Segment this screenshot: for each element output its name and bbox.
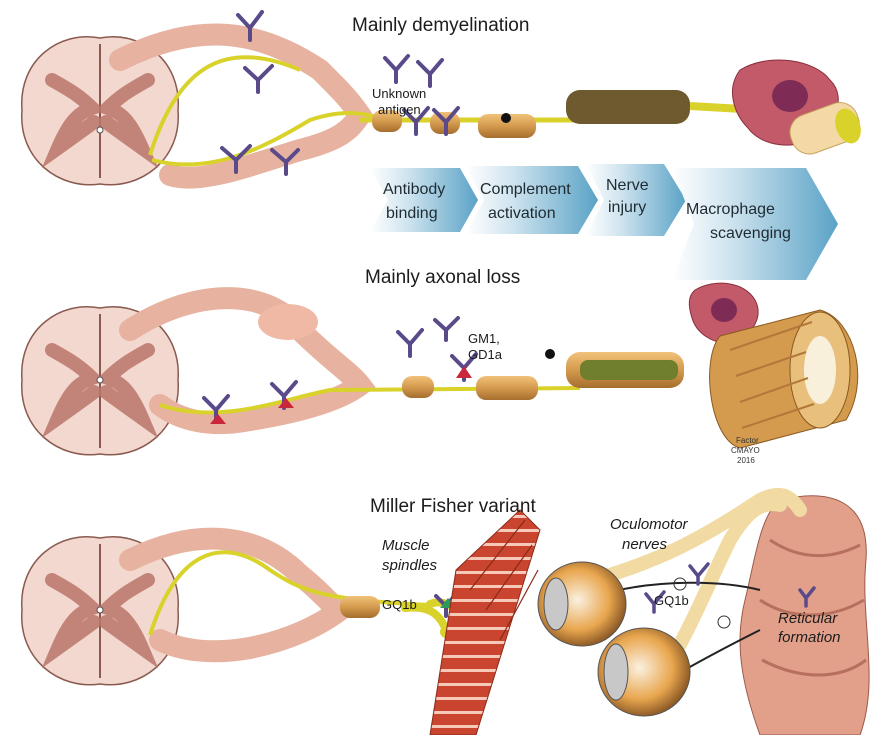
credit-line2: CMAYO <box>731 446 760 455</box>
step-nerve-injury: Nerve injury <box>586 164 686 236</box>
step-1-line2: binding <box>386 205 438 222</box>
muscle-spindles-line1: Muscle <box>382 537 430 554</box>
gm1-label: GM1, <box>468 331 500 346</box>
panel-1-title: Mainly demyelination <box>352 15 529 36</box>
eyeball-2 <box>598 628 690 716</box>
credit-line3: 2016 <box>737 456 755 465</box>
step-4-line2: scavenging <box>710 225 791 242</box>
process-arrows: Antibody binding Complement activation N… <box>370 164 838 280</box>
oculomotor-line2: nerves <box>622 536 668 553</box>
gd1a-label: GD1a <box>468 347 503 362</box>
step-4-line1: Macrophage <box>686 201 775 218</box>
panel-2-title: Mainly axonal loss <box>365 267 520 288</box>
step-1-line1: Antibody <box>383 181 445 198</box>
reticular-line1: Reticular <box>778 610 838 627</box>
spinal-cord-section-2 <box>22 307 179 455</box>
gq1b-label-2: GQ1b <box>654 593 689 608</box>
step-2-line2: activation <box>488 205 556 222</box>
damaged-myelin <box>566 90 690 124</box>
reticular-line2: formation <box>778 629 841 646</box>
step-3-line2: injury <box>608 199 646 216</box>
step-complement-activation: Complement activation <box>466 166 598 234</box>
step-macrophage-scavenging: Macrophage scavenging <box>672 168 838 280</box>
eyeball-1 <box>538 562 626 646</box>
panel-miller-fisher: Miller Fisher variant Muscle spindles GQ… <box>22 495 869 735</box>
gq1b-label-1: GQ1b <box>382 597 417 612</box>
step-2-line1: Complement <box>480 181 571 198</box>
macrophage-1 <box>732 60 865 159</box>
panel-axonal-loss: Mainly axonal loss GM1, GD1a Factor CMAY… <box>22 267 858 465</box>
oculomotor-line1: Oculomotor <box>610 516 689 533</box>
step-3-line1: Nerve <box>606 177 649 194</box>
credit-line1: Factor <box>736 436 759 445</box>
step-antibody-binding: Antibody binding <box>370 168 478 232</box>
panel-3-title: Miller Fisher variant <box>370 496 536 517</box>
panel-demyelination: Mainly demyelination Unknown antigen <box>22 12 866 185</box>
muscle-spindles-line2: spindles <box>382 557 438 574</box>
unknown-antigen-label-line2: antigen <box>378 102 421 117</box>
unknown-antigen-label-line1: Unknown <box>372 86 426 101</box>
